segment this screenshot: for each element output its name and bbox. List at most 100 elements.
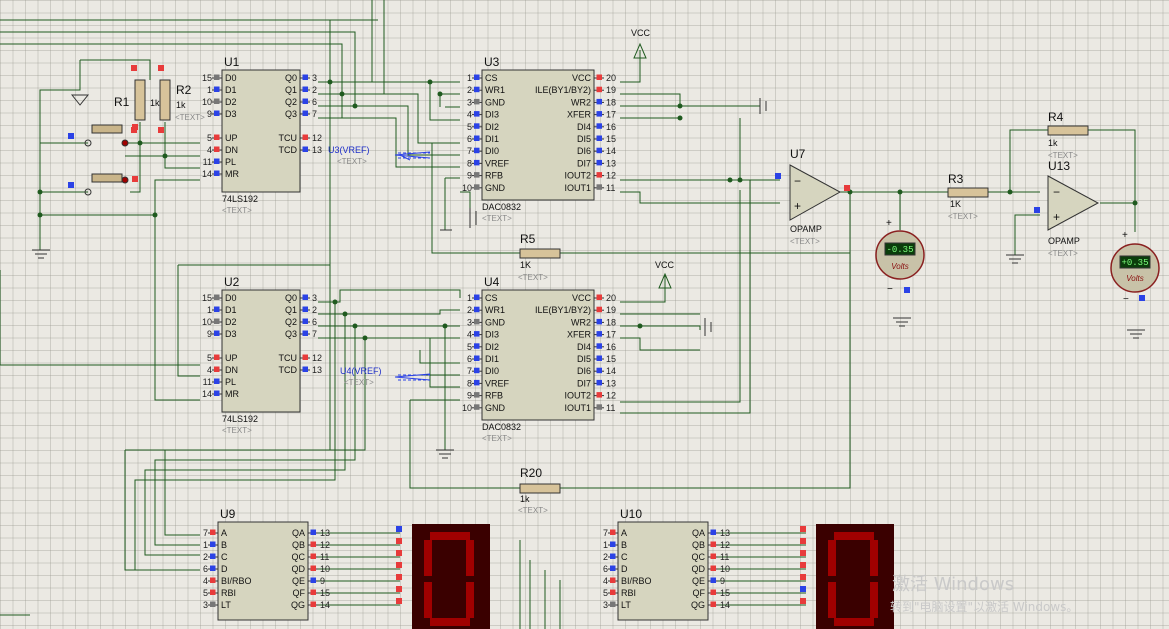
u10-pin-num: 4 [603,576,608,586]
voltmeter-2[interactable]: +0.35 Volts + − [1110,230,1160,305]
u9-pin-label: QE [292,576,305,586]
u10-pin-num: 2 [603,552,608,562]
u3-pin-label: XFER [567,110,592,120]
u3-pin-num: 17 [606,110,616,120]
voltmeter-1-unit: Volts [891,262,909,271]
u3-pin-num: 20 [606,73,616,83]
u2-pin-num: 15 [202,293,212,303]
u9-pin-num: 1 [203,540,208,550]
u3-vref-probe[interactable]: U3(VREF) <TEXT> [328,145,431,166]
u1-pin-num: 3 [312,73,317,83]
u4-pin-num: 6 [467,354,472,364]
resistor-r5[interactable]: R5 1K <TEXT> [518,232,561,282]
opamp-u7[interactable]: − + U7 OPAMP <TEXT> [775,147,850,246]
u3-pin-num: 9 [467,171,472,181]
voltmeter-1[interactable]: -0.35 Volts + − [875,218,925,295]
u1-pin-num: 7 [312,109,317,119]
u3-pin-num: 3 [467,97,472,107]
u3-pin-num: 5 [467,122,472,132]
u10-pin-label: B [621,540,627,550]
u2-pin-label: D3 [225,329,237,339]
u2-pin-label: D0 [225,293,237,303]
ground-symbols [32,94,1145,459]
resistor-r4[interactable]: R4 1k <TEXT> [1047,110,1089,160]
vcc-supply-2: VCC [655,260,675,289]
u2-pin-label: Q3 [285,329,297,339]
u1-part: 74LS192 [222,194,258,204]
segment-pin-markers [396,526,806,604]
u4-pin-num: 2 [467,305,472,315]
u3-pin-num: 2 [467,85,472,95]
u9-pin-num: 2 [203,552,208,562]
r5-text: <TEXT> [518,273,548,282]
u9-pin-num: 3 [203,600,208,610]
resistor-r1[interactable]: R1 1k [114,65,160,133]
u1-pin-label: DN [225,145,238,155]
resistor-r20[interactable]: R20 1k <TEXT> [518,466,561,515]
resistor-r2[interactable]: R2 1k <TEXT> [158,65,205,133]
u3-pin-label: DI6 [577,146,591,156]
u4-vref-probe[interactable]: U4(VREF) <TEXT> [340,366,431,387]
u9-pin-label: B [221,540,227,550]
u3-pin-num: 15 [606,134,616,144]
u3-pin-num: 7 [467,146,472,156]
u3-pin-num: 13 [606,158,616,168]
u4-pin-num: 19 [606,305,616,315]
u3-part: DAC0832 [482,202,521,212]
u3-pin-num: 16 [606,122,616,132]
u13-part: OPAMP [1048,236,1080,246]
u3-pin-label: WR2 [571,97,591,107]
u4-pin-label: DI1 [485,354,499,364]
r20-value: 1k [520,494,530,504]
u2-pin-num: 4 [207,365,212,375]
u4-body [481,289,595,421]
u2-text: <TEXT> [222,426,252,435]
u4-pin-label: VCC [572,293,592,303]
u4-pin-label: DI7 [577,378,591,388]
u4-pin-label: GND [485,403,506,413]
u9-pin-label: C [221,552,228,562]
push-switch-down[interactable] [68,173,138,196]
u1-pin-label: MR [225,169,239,179]
windows-activation-subtitle: 转到"电脑设置"以激活 Windows。 [890,599,1078,614]
u4-vref-label: U4(VREF) [340,366,382,376]
u10-ref: U10 [620,507,642,521]
u1-pin-num: 11 [203,157,212,167]
u9-pin-label: LT [221,600,231,610]
u10-pin-label: QF [693,588,706,598]
u4-pin-num: 16 [606,342,616,352]
u4-pin-num: 13 [606,378,616,388]
u4-pin-label: IOUT1 [564,403,591,413]
u4-pin-num: 18 [606,317,616,327]
r5-ref: R5 [520,232,536,246]
u10-pin-label: QA [692,528,705,538]
u2-pin-label: TCD [279,365,298,375]
u9-pin-num: 10 [320,564,330,574]
u1-pin-label: Q1 [285,85,297,95]
u1-pin-num: 6 [312,97,317,107]
u10-pin-label: LT [621,600,631,610]
u4-pin-label: GND [485,317,506,327]
u1-pin-label: Q2 [285,97,297,107]
u9-pin-label: D [221,564,228,574]
u4-pin-num: 5 [467,342,472,352]
u4-pin-num: 8 [467,378,472,388]
u4-pin-label: CS [485,293,498,303]
u9-pin-label: RBI [221,588,236,598]
opamp-u13[interactable]: − + U13 OPAMP <TEXT> [1034,159,1100,258]
u9-pin-num: 13 [320,528,330,538]
u1-pin-label: UP [225,133,238,143]
u4-pin-num: 17 [606,330,616,340]
u1-pin-label: D0 [225,73,237,83]
svg-text:+: + [886,218,892,229]
u4-part: DAC0832 [482,422,521,432]
resistor-r3[interactable]: R3 1K <TEXT> [947,172,989,221]
u3-pin-label: DI4 [577,122,591,132]
